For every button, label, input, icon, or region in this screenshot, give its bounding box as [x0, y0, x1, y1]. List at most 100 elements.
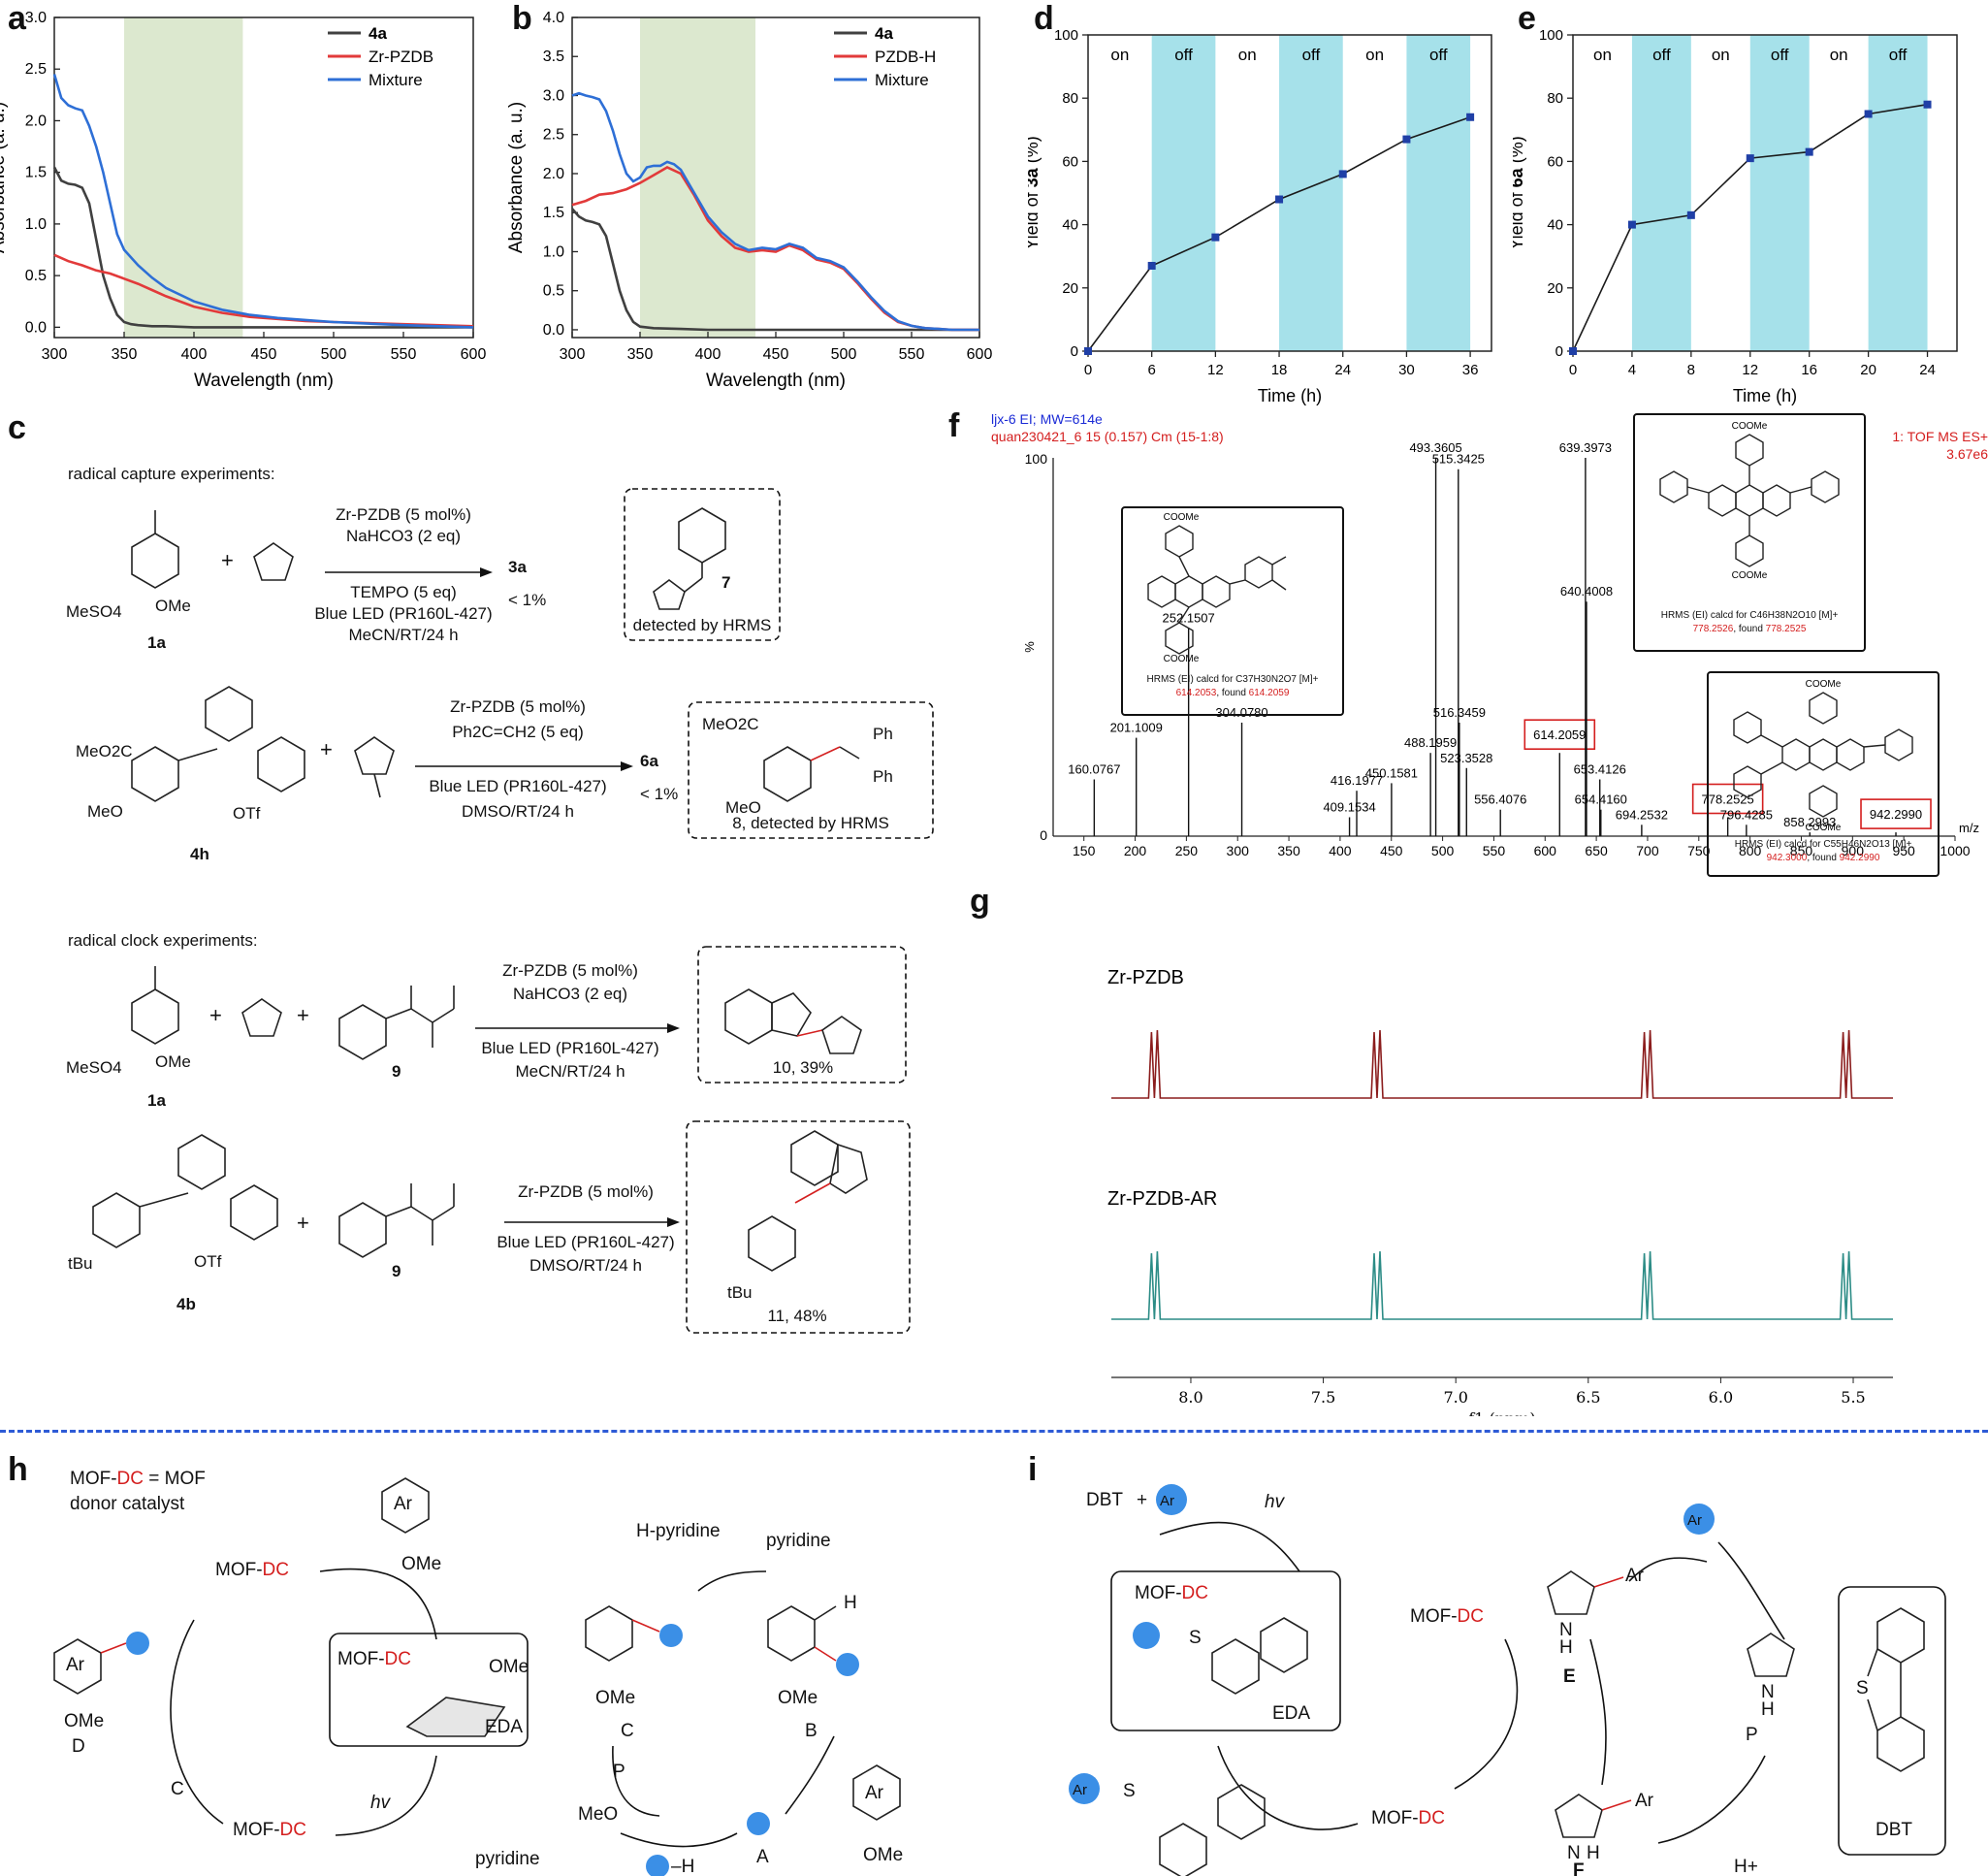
nmr-series-label: Zr-PZDB	[1107, 967, 1184, 988]
inset-614-found: 614.2059	[1248, 688, 1290, 698]
inset-778-found: 778.2525	[1765, 624, 1807, 634]
h-ar-d: Ar	[66, 1655, 85, 1675]
yield-point	[1864, 110, 1873, 118]
r3-cond3: Blue LED (PR160L-427)	[481, 1039, 658, 1057]
y-tick-label: 20	[1547, 280, 1563, 297]
y-tick-label-top: 100	[1025, 451, 1048, 467]
h-pyridine-bottom: pyridine	[475, 1849, 540, 1869]
r2-cond1: Zr-PZDB (5 mol%)	[450, 697, 586, 716]
h-intermediate-b-icon	[767, 1605, 837, 1662]
h-pyridinium-right-icon	[852, 1764, 901, 1821]
interval-label-on: on	[1238, 46, 1257, 64]
x-tick-label: 600	[1534, 843, 1557, 858]
inset-778-found-label: , found	[1733, 624, 1766, 634]
i-arrow-hv	[1159, 1521, 1300, 1572]
plot-frame	[1087, 34, 1492, 352]
r4-product-box	[686, 1120, 911, 1334]
i-ar-sulfonium	[1069, 1773, 1100, 1804]
h-mofdc-top: MOF-DC	[215, 1560, 289, 1580]
r4-cond2: Blue LED (PR160L-427)	[497, 1233, 674, 1251]
x-tick-label: 6	[1148, 362, 1156, 378]
ms-peak-label: 653.4126	[1574, 762, 1626, 777]
x-tick-label: 900	[1842, 843, 1865, 858]
ms-peak-label: 160.0767	[1068, 762, 1120, 777]
x-tick-label: 400	[695, 346, 721, 363]
inset-942-caption: HRMS (EI) calcd for C55H46N2O13 [M]+ 942…	[1713, 838, 1934, 865]
x-tick-label: 950	[1892, 843, 1915, 858]
x-tick-label: 550	[899, 346, 925, 363]
tempo-adduct-icon	[653, 507, 726, 610]
thf-icon-2	[241, 998, 282, 1037]
y-tick-label: 80	[1062, 90, 1078, 107]
series-line-4a	[571, 208, 979, 332]
n-methylpyrrole-icon	[354, 736, 395, 798]
legend-label-4a: 4a	[369, 24, 387, 43]
i-ar-radical-right	[1683, 1504, 1715, 1535]
h-eda-ome: OMe	[489, 1657, 529, 1677]
y-tick-label: 1.5	[543, 205, 564, 221]
h-eda-pyridine-icon	[405, 1697, 506, 1737]
i-ar-f: Ar	[1635, 1791, 1654, 1811]
ms-peak-label: 416.1977	[1331, 773, 1383, 788]
r2-arrowhead	[621, 761, 633, 771]
inset-778-calc: 778.2526	[1692, 624, 1734, 634]
x-tick-label: 18	[1271, 362, 1288, 378]
i-eda-label: EDA	[1272, 1703, 1310, 1724]
r2-cond3: Blue LED (PR160L-427)	[429, 777, 606, 795]
y-tick-label: 1.0	[25, 216, 47, 233]
pyridinium-1a-icon	[131, 510, 179, 589]
r2-box-meo2c: MeO2C	[702, 715, 759, 733]
panel-label-b: b	[512, 0, 532, 37]
r3-cond1: Zr-PZDB (5 mol%)	[502, 961, 638, 980]
y-tick-label: 20	[1062, 280, 1078, 297]
ms-peak-highlight-box	[1523, 719, 1596, 751]
h-arrow-hv	[335, 1755, 437, 1836]
h-ch: –H	[671, 1857, 694, 1876]
x-tick-label: 6.0	[1709, 1388, 1733, 1407]
i-dbt-top: DBT	[1086, 1490, 1123, 1510]
i-arrow-ar-to-pyrrole	[1717, 1541, 1785, 1640]
x-tick-label: 300	[1227, 843, 1250, 858]
x-tick-label: 24	[1334, 362, 1351, 378]
sulfonium-4b-icon	[92, 1134, 278, 1248]
panel-label-a: a	[8, 0, 26, 37]
off-band	[1868, 35, 1928, 351]
highlight-band	[124, 17, 243, 338]
x-tick-label: 250	[1175, 843, 1199, 858]
h-hv: hv	[370, 1793, 392, 1813]
x-tick-label: 800	[1739, 843, 1762, 858]
r1-cond4: Blue LED (PR160L-427)	[314, 604, 492, 623]
h-pyridinium-top-icon	[381, 1477, 430, 1534]
legend-label-mixture: Mixture	[369, 71, 423, 89]
panel-label-g: g	[970, 883, 990, 920]
x-tick-label: 400	[1329, 843, 1352, 858]
inset-614-cooh-bottom: COOMe	[1164, 654, 1200, 663]
h-h-pyridine: H-pyridine	[636, 1521, 721, 1541]
r1-cond5: MeCN/RT/24 h	[348, 626, 458, 644]
y-tick-label: 60	[1547, 153, 1563, 170]
y-tick-label: 2.5	[543, 127, 564, 144]
off-band	[1279, 35, 1343, 351]
scheme-c: radical capture experiments: radical clo…	[66, 465, 934, 1334]
x-axis-label: Time (h)	[1733, 386, 1797, 405]
series-line-4a	[52, 166, 473, 329]
thf-icon	[253, 542, 294, 581]
plus-sign-5: +	[297, 1211, 309, 1235]
i-mofdc-bottom: MOF-DC	[1371, 1808, 1445, 1828]
i-label-f: F	[1573, 1860, 1585, 1876]
i-ar-left: Ar	[1073, 1782, 1087, 1798]
r1-arrowhead	[480, 567, 493, 577]
x-tick-label: 500	[1431, 843, 1455, 858]
panel-label-d: d	[1034, 0, 1054, 37]
r3-box-note: 10, 39%	[773, 1058, 833, 1077]
r4-box-tbu: tBu	[727, 1283, 753, 1302]
h-eda-label: EDA	[485, 1717, 523, 1737]
r4-tbu: tBu	[68, 1254, 93, 1273]
inset-614-values: 614.2053, found 614.2059	[1127, 687, 1338, 700]
ms-peak-highlight-box	[1860, 798, 1932, 829]
ms-peak-label: 488.1959	[1404, 735, 1457, 750]
